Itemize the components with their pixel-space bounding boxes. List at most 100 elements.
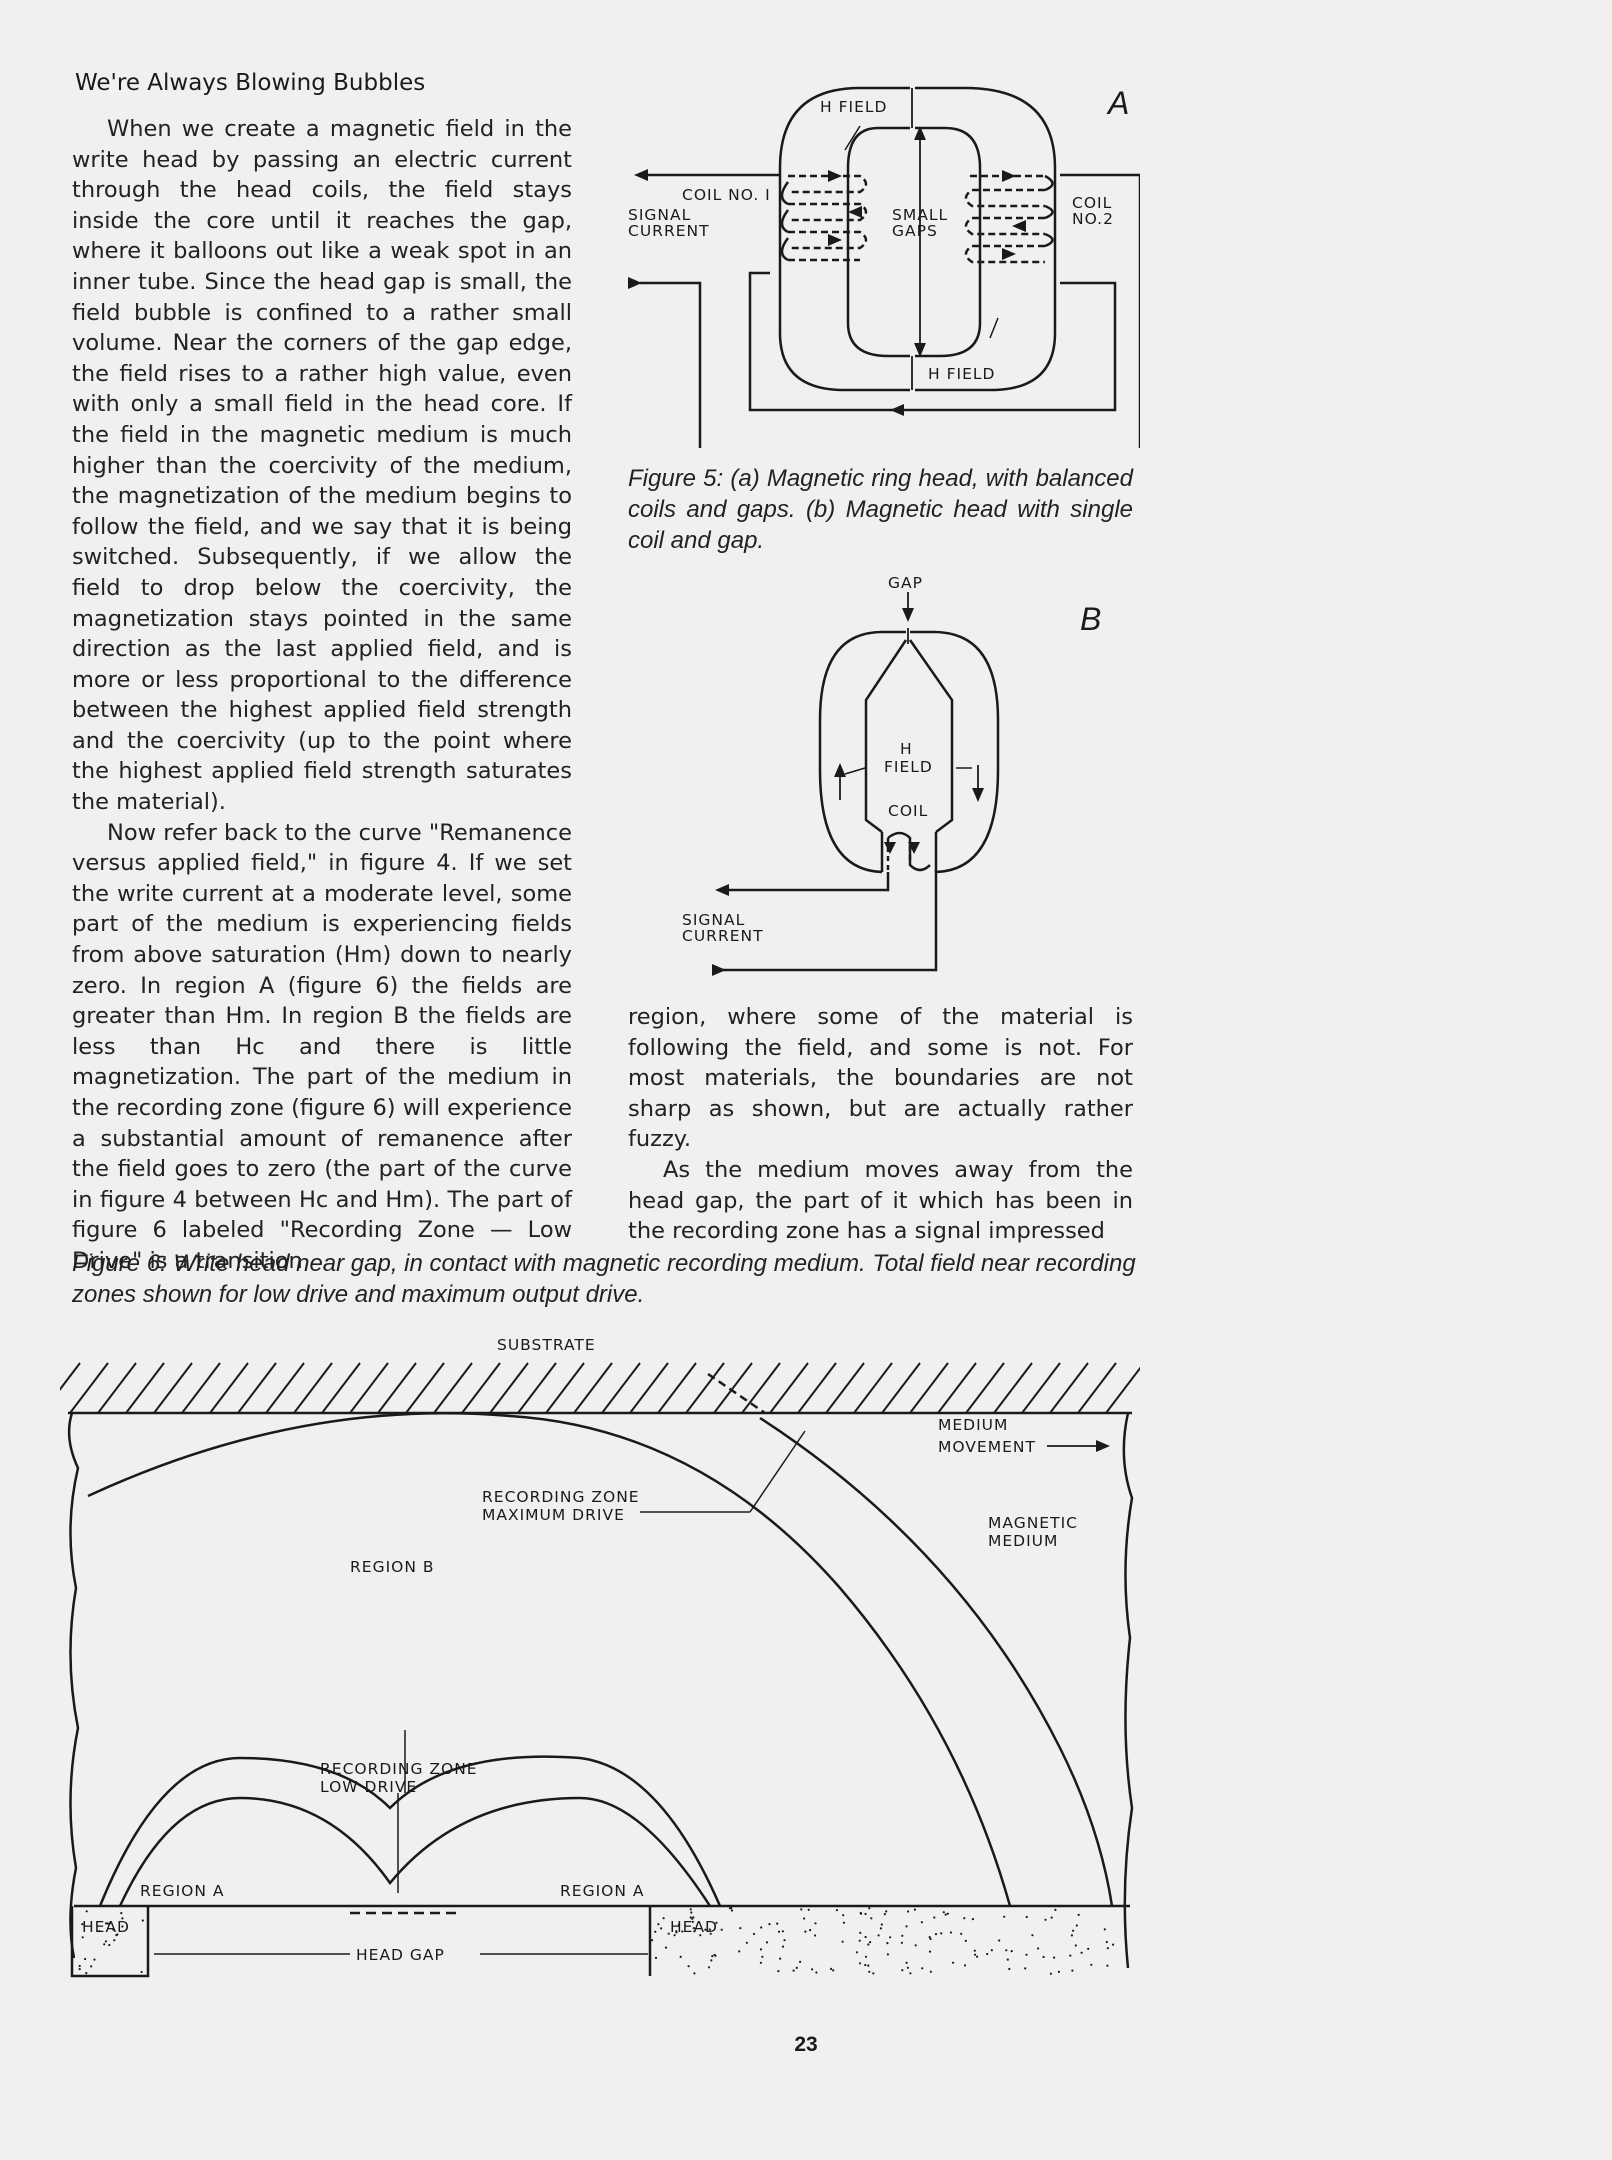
head-stipple-dot (858, 1962, 862, 1965)
head-stipple-dot (78, 1964, 81, 1968)
head-stipple-dot (1106, 1947, 1109, 1950)
head-stipple-dot (720, 1928, 723, 1931)
head-stipple-dot (929, 1937, 932, 1941)
head-stipple-dot (104, 1940, 107, 1943)
head-stipple-dot (1070, 1934, 1073, 1937)
head-stipple-dot (1077, 1913, 1080, 1916)
substrate-hatch-line (405, 1362, 445, 1414)
magnetic-medium-label: MEDIUM (988, 1532, 1058, 1550)
gap-label: GAP (888, 574, 923, 592)
head-stipple-dot (940, 1932, 943, 1935)
head-stipple-dot (815, 1971, 818, 1974)
head-stipple-dot (776, 1922, 779, 1925)
head-stipple-dot (1090, 1963, 1093, 1966)
head-stipple-dot (84, 1957, 87, 1961)
head-stipple-dot (880, 1923, 883, 1926)
head-stipple-dot (928, 1950, 932, 1953)
substrate-hatch-line (825, 1362, 865, 1414)
head-stipple-dot (711, 1955, 714, 1958)
head-stipple-dot (1003, 1915, 1006, 1918)
head-stipple-dot (681, 1930, 684, 1933)
head-stipple-dot (814, 1934, 817, 1937)
head-stipple-dot (971, 1918, 975, 1921)
head-stipple-dot (1080, 1951, 1083, 1954)
head-stipple-dot (830, 1967, 833, 1970)
head-stipple-dot (949, 1931, 953, 1934)
coil-2-label: COIL (1072, 194, 1112, 212)
head-stipple-dot (108, 1922, 111, 1925)
figure-6-caption: Figure 6: Write head near gap, in contac… (72, 1250, 1136, 1308)
head-stipple-dot (689, 1908, 692, 1911)
signal-current-label: SIGNAL (628, 206, 691, 224)
substrate-hatch-line (1021, 1362, 1061, 1414)
substrate-hatch-line (69, 1362, 109, 1414)
head-stipple-dot (777, 1930, 781, 1933)
figure-6-write-head-diagram: SUBSTRATE MEDIUM MOVEMENT MAGNETIC MEDIU… (60, 1336, 1140, 1978)
substrate-hatch-line (657, 1362, 697, 1414)
head-stipple-dot (952, 1961, 955, 1964)
recording-zone-low-label: LOW DRIVE (320, 1778, 417, 1796)
head-stipple-dot (760, 1926, 763, 1929)
head-stipple-dot (1049, 1972, 1052, 1975)
substrate-hatch-line (461, 1362, 501, 1414)
head-stipple-dot (112, 1928, 115, 1931)
head-stipple-dot (781, 1930, 785, 1933)
head-stipple-dot (814, 1922, 817, 1925)
head-stipple-dot (691, 1920, 694, 1923)
head-stipple-dot (781, 1945, 785, 1948)
head-stipple-dot (1005, 1949, 1008, 1952)
small-gaps-label: GAPS (892, 222, 938, 240)
head-stipple-dot (998, 1939, 1001, 1942)
head-stipple-dot (974, 1953, 977, 1956)
head-stipple-dot (809, 1929, 812, 1932)
magnetic-medium-label: MAGNETIC (988, 1514, 1078, 1532)
paragraph: As the medium moves away from the head g… (628, 1156, 1133, 1245)
head-stipple-dot (886, 1953, 890, 1956)
head-stipple-dot (986, 1952, 989, 1956)
head-stipple-dot (905, 1925, 908, 1928)
head-stipple-dot (759, 1948, 763, 1951)
substrate-hatch-line (60, 1362, 81, 1391)
head-stipple-dot (858, 1939, 861, 1942)
region-a-label: REGION A (140, 1882, 224, 1900)
head-stipple-dot (710, 1959, 713, 1962)
head-stipple-dot (692, 1916, 695, 1919)
head-stipple-dot (140, 1970, 143, 1974)
head-stipple-dot (883, 1913, 887, 1916)
substrate-hatch-line (573, 1362, 613, 1414)
head-stipple-dot (1075, 1924, 1078, 1927)
head-stipple-dot (1025, 1953, 1028, 1956)
substrate-hatch-line (209, 1362, 249, 1414)
head-stipple-dot (800, 1908, 803, 1911)
substrate-hatch-line (993, 1362, 1033, 1414)
head-stipple-dot (1071, 1969, 1074, 1972)
head-stipple-dot (108, 1943, 111, 1947)
substrate-label: SUBSTRATE (497, 1336, 596, 1354)
head-stipple-dot (960, 1932, 963, 1935)
substrate-hatch-line (97, 1362, 137, 1414)
head-stipple-dot (662, 1917, 665, 1920)
substrate-hatch-line (713, 1362, 753, 1414)
head-stipple-dot (860, 1912, 863, 1915)
head-stipple-dot (689, 1916, 692, 1919)
head-stipple-dot (103, 1943, 106, 1946)
region-a-label: REGION A (560, 1882, 644, 1900)
head-stipple-dot (841, 1940, 844, 1943)
head-stipple-dot (990, 1949, 993, 1952)
head-stipple-dot (934, 1933, 938, 1936)
substrate-hatch-line (125, 1362, 165, 1414)
head-stipple-dot (901, 1934, 904, 1937)
signal-current-label: SIGNAL (682, 911, 745, 929)
head-stipple-dot (1050, 1916, 1053, 1919)
medium-movement-label: MEDIUM (938, 1416, 1008, 1434)
substrate-hatch-line (489, 1362, 529, 1414)
head-stipple-dot (93, 1958, 96, 1961)
page-number: 23 (794, 2033, 818, 2056)
head-stipple-dot (1069, 1954, 1072, 1957)
head-stipple-dot (942, 1911, 945, 1914)
head-stipple-dot (842, 1914, 845, 1917)
substrate-hatch-line (769, 1362, 809, 1414)
head-stipple-dot (1025, 1915, 1028, 1919)
head-stipple-dot (914, 1944, 917, 1947)
head-stipple-dot (704, 1928, 707, 1931)
